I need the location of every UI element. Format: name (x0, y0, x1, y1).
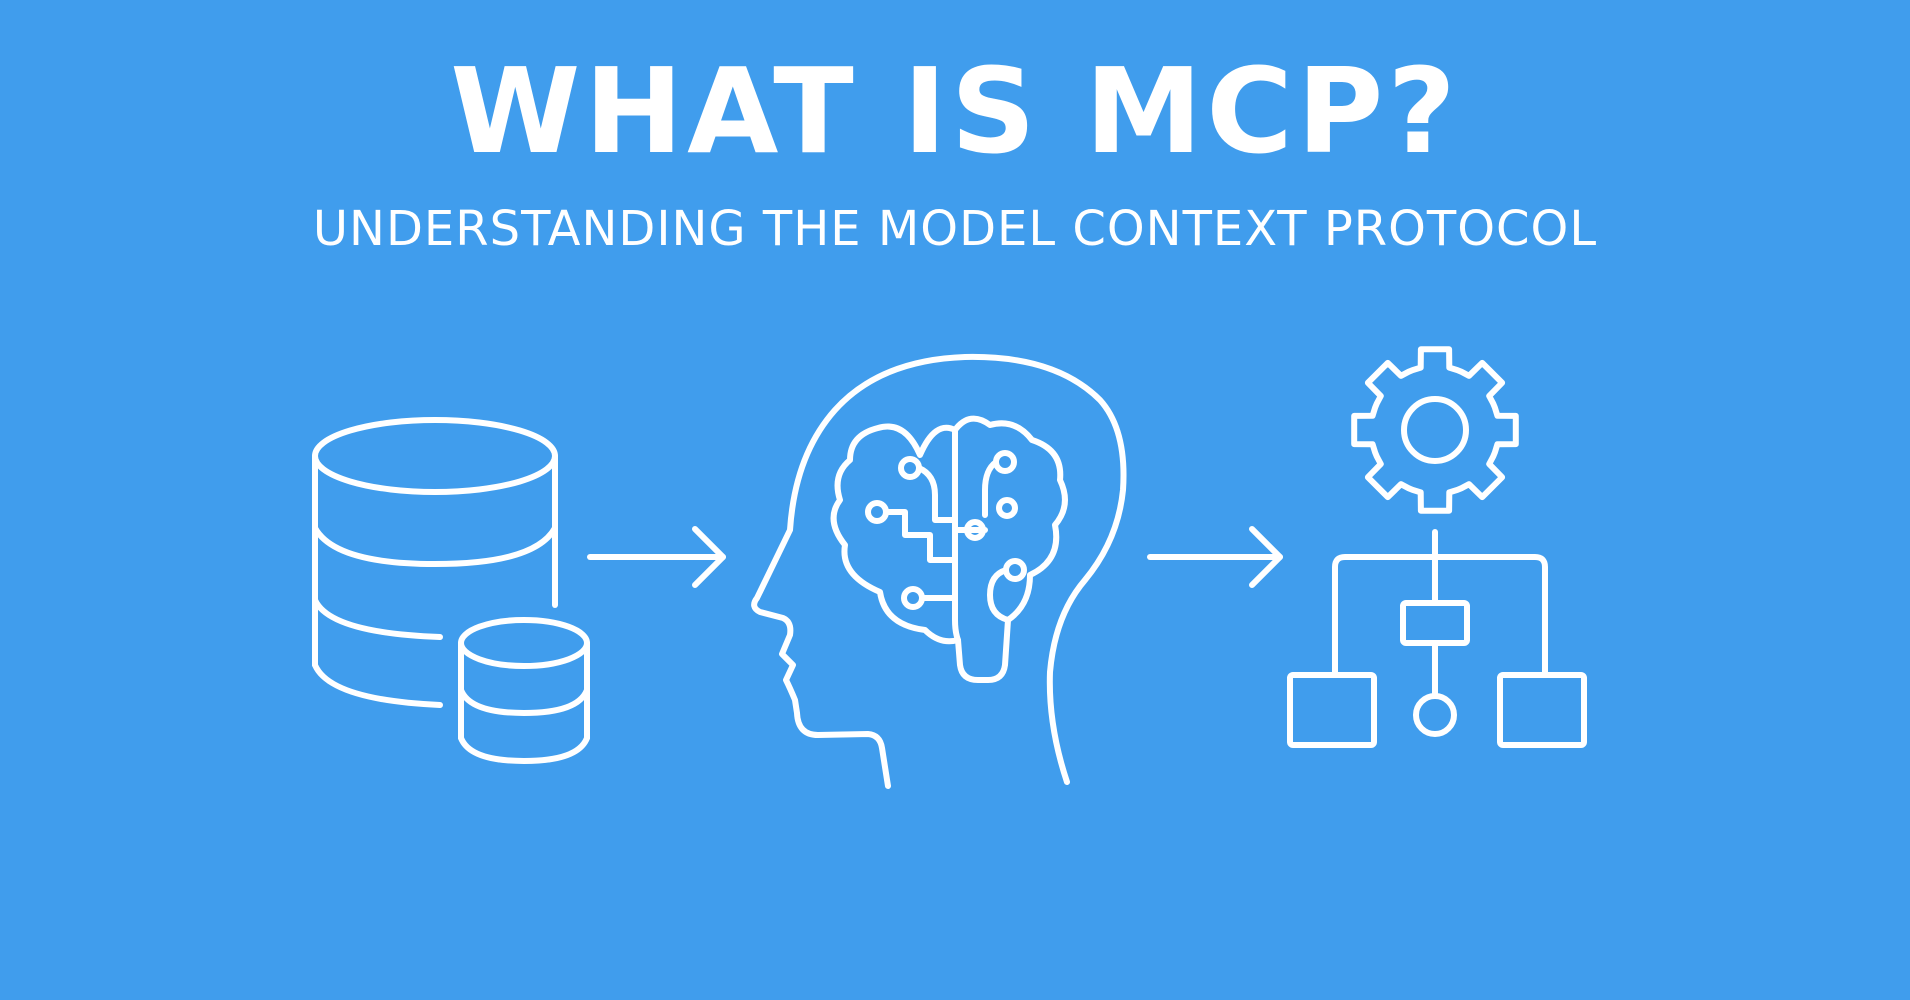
arrow-right-icon (1147, 526, 1283, 588)
page-subtitle: UNDERSTANDING THE MODEL CONTEXT PROTOCOL (312, 201, 1598, 257)
gear-icon (1351, 346, 1519, 514)
page-title: WHAT IS MCP? (450, 42, 1460, 180)
brain-head-icon (751, 353, 1127, 789)
arrow-right-icon (587, 526, 726, 588)
network-hierarchy-icon (1287, 529, 1587, 748)
database-icon (312, 417, 590, 764)
